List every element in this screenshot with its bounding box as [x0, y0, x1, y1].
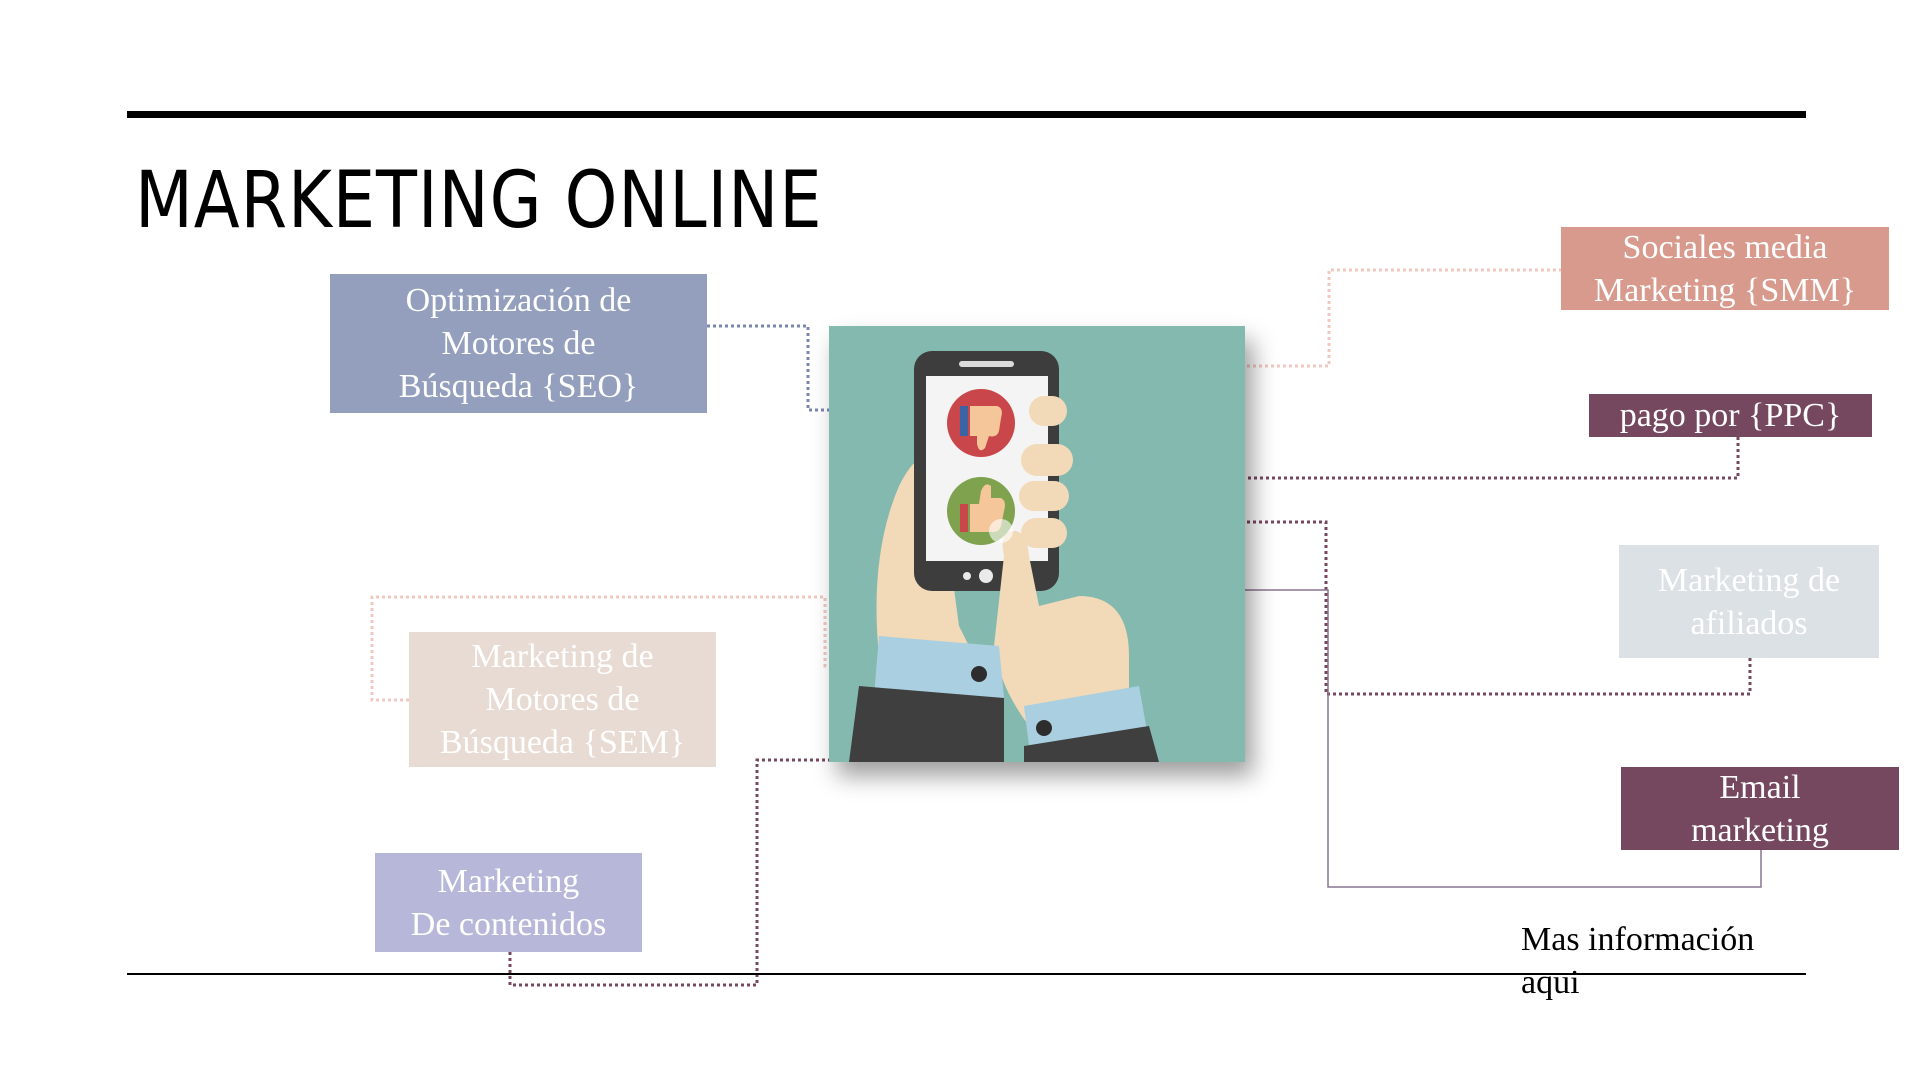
email-box: Email marketing — [1621, 767, 1899, 850]
seo-box: Optimización de Motores de Búsqueda {SEO… — [330, 274, 707, 413]
connector-ppc — [1030, 437, 1740, 480]
affiliates-box: Marketing de afiliados — [1619, 545, 1879, 658]
smartphone-illustration — [829, 326, 1245, 762]
sem-box: Marketing de Motores de Búsqueda {SEM} — [409, 632, 716, 767]
connector-content — [508, 758, 870, 987]
ppc-box: pago por {PPC} — [1589, 394, 1872, 437]
content-box: Marketing De contenidos — [375, 853, 642, 952]
top-rule — [127, 111, 1806, 118]
smartphone-like-dislike-icon — [829, 326, 1245, 762]
connector-sem — [370, 595, 882, 702]
more-info-link[interactable]: Mas información aqui — [1521, 921, 1755, 1001]
bottom-rule — [127, 973, 1806, 975]
connector-affiliates — [1032, 520, 1752, 696]
smm-box: Sociales media Marketing {SMM} — [1561, 227, 1889, 310]
page-title: MARKETING ONLINE — [135, 156, 823, 246]
connector-seo — [707, 324, 925, 412]
